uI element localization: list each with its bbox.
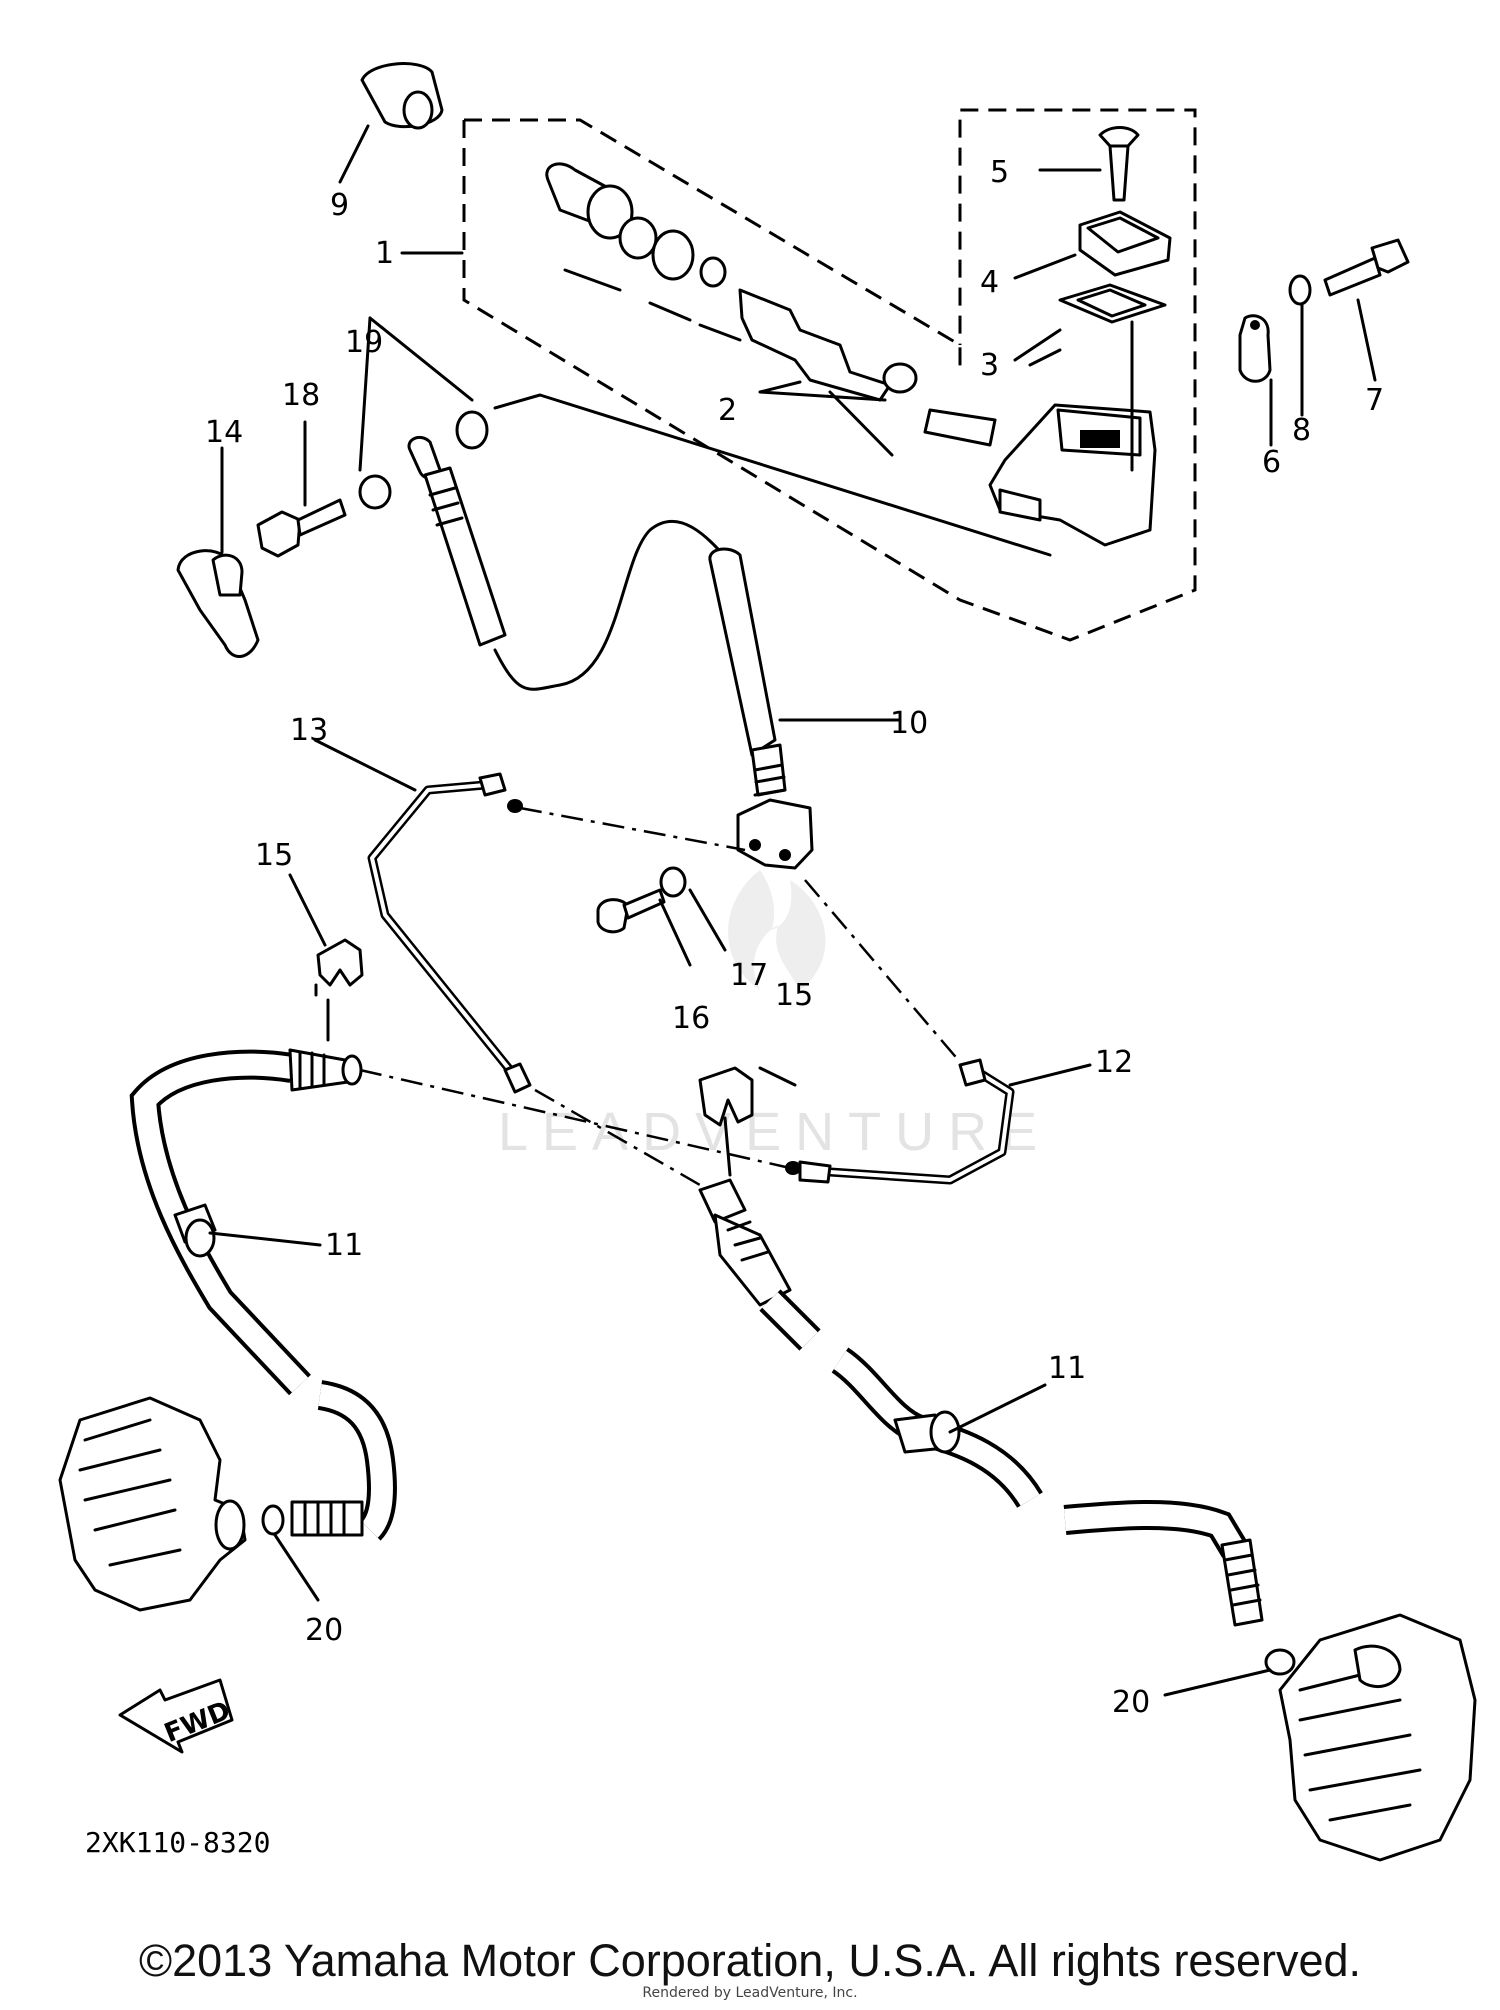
callout-15-left: 15 [255, 838, 293, 873]
callout-14: 14 [205, 415, 243, 450]
part-10-brake-hose [708, 547, 902, 797]
callout-8: 8 [1292, 413, 1311, 448]
part-8-washer [1288, 274, 1312, 306]
callout-15-center: 15 [775, 978, 813, 1013]
callout-20-left: 20 [305, 1613, 343, 1648]
junction-block [736, 798, 814, 870]
part-6-clamp [1238, 314, 1272, 383]
master-cylinder-body [988, 403, 1157, 547]
watermark: LEADVENTURE [498, 870, 1051, 1162]
callout-4: 4 [980, 265, 999, 300]
part-14-knob [176, 446, 260, 658]
part-11-brake-hose-center [698, 1178, 1264, 1627]
part-12-brake-pipe [785, 1058, 1015, 1185]
callout-leaders [208, 168, 1377, 1697]
callout-20-right: 20 [1112, 1685, 1150, 1720]
pipe-12-centerline [804, 879, 961, 1063]
hose-left-centerline [359, 1068, 791, 1170]
part-5-screw [1098, 126, 1140, 202]
part-7-bolt [1323, 238, 1410, 297]
part-2-piston-assembly [545, 162, 997, 457]
part-3-diaphragm [1028, 283, 1167, 472]
callout-19: 19 [345, 325, 383, 360]
callout-6: 6 [1262, 445, 1281, 480]
callout-13: 13 [290, 713, 328, 748]
callout-18: 18 [282, 378, 320, 413]
callout-2: 2 [718, 393, 737, 428]
callout-7: 7 [1365, 383, 1384, 418]
caliper-right [1278, 1613, 1477, 1862]
caliper-left [58, 1396, 247, 1612]
part-4-reservoir-cap [1078, 210, 1172, 277]
part-11-brake-hose-left [129, 1048, 397, 1541]
part-19-washers [358, 316, 1052, 557]
part-13-brake-pipe [367, 772, 532, 1094]
part-20-washer-right [1264, 1648, 1296, 1676]
part-9-boot [338, 62, 444, 184]
copyright-notice: ©2013 Yamaha Motor Corporation, U.S.A. A… [138, 1935, 1362, 1986]
callout-12: 12 [1095, 1045, 1133, 1080]
callout-11-left: 11 [325, 1228, 363, 1263]
part-16-bolt [596, 888, 666, 934]
callout-labels: 1 2 3 4 5 6 7 8 9 10 11 11 12 13 14 15 1… [205, 155, 1384, 1720]
rendered-by-credit: Rendered by LeadVenture, Inc. [642, 1985, 858, 2001]
hose-center-centerline [534, 1088, 701, 1187]
callout-11-center: 11 [1048, 1351, 1086, 1386]
callout-10: 10 [890, 706, 928, 741]
part-20-washer-left [261, 1504, 285, 1536]
part-15-clip-center [698, 1066, 754, 1177]
part-18-bolt [256, 420, 347, 558]
watermark-text: LEADVENTURE [498, 1102, 1051, 1162]
master-cylinder-kit-outline [462, 108, 1197, 642]
leader-16-17 [658, 888, 727, 967]
callout-5: 5 [990, 155, 1009, 190]
callout-16: 16 [672, 1001, 710, 1036]
part-15-clip-left [314, 938, 364, 1042]
pipe-13-centerline [519, 806, 746, 852]
fwd-arrow-icon: FWD [118, 1678, 235, 1754]
callout-17: 17 [730, 958, 768, 993]
callout-1: 1 [375, 236, 394, 271]
diagram-code: 2XK110-8320 [85, 1826, 270, 1859]
upper-brake-hose [407, 436, 730, 691]
part-17-washer [659, 866, 687, 898]
callout-3: 3 [980, 348, 999, 383]
callout-9: 9 [330, 188, 349, 223]
